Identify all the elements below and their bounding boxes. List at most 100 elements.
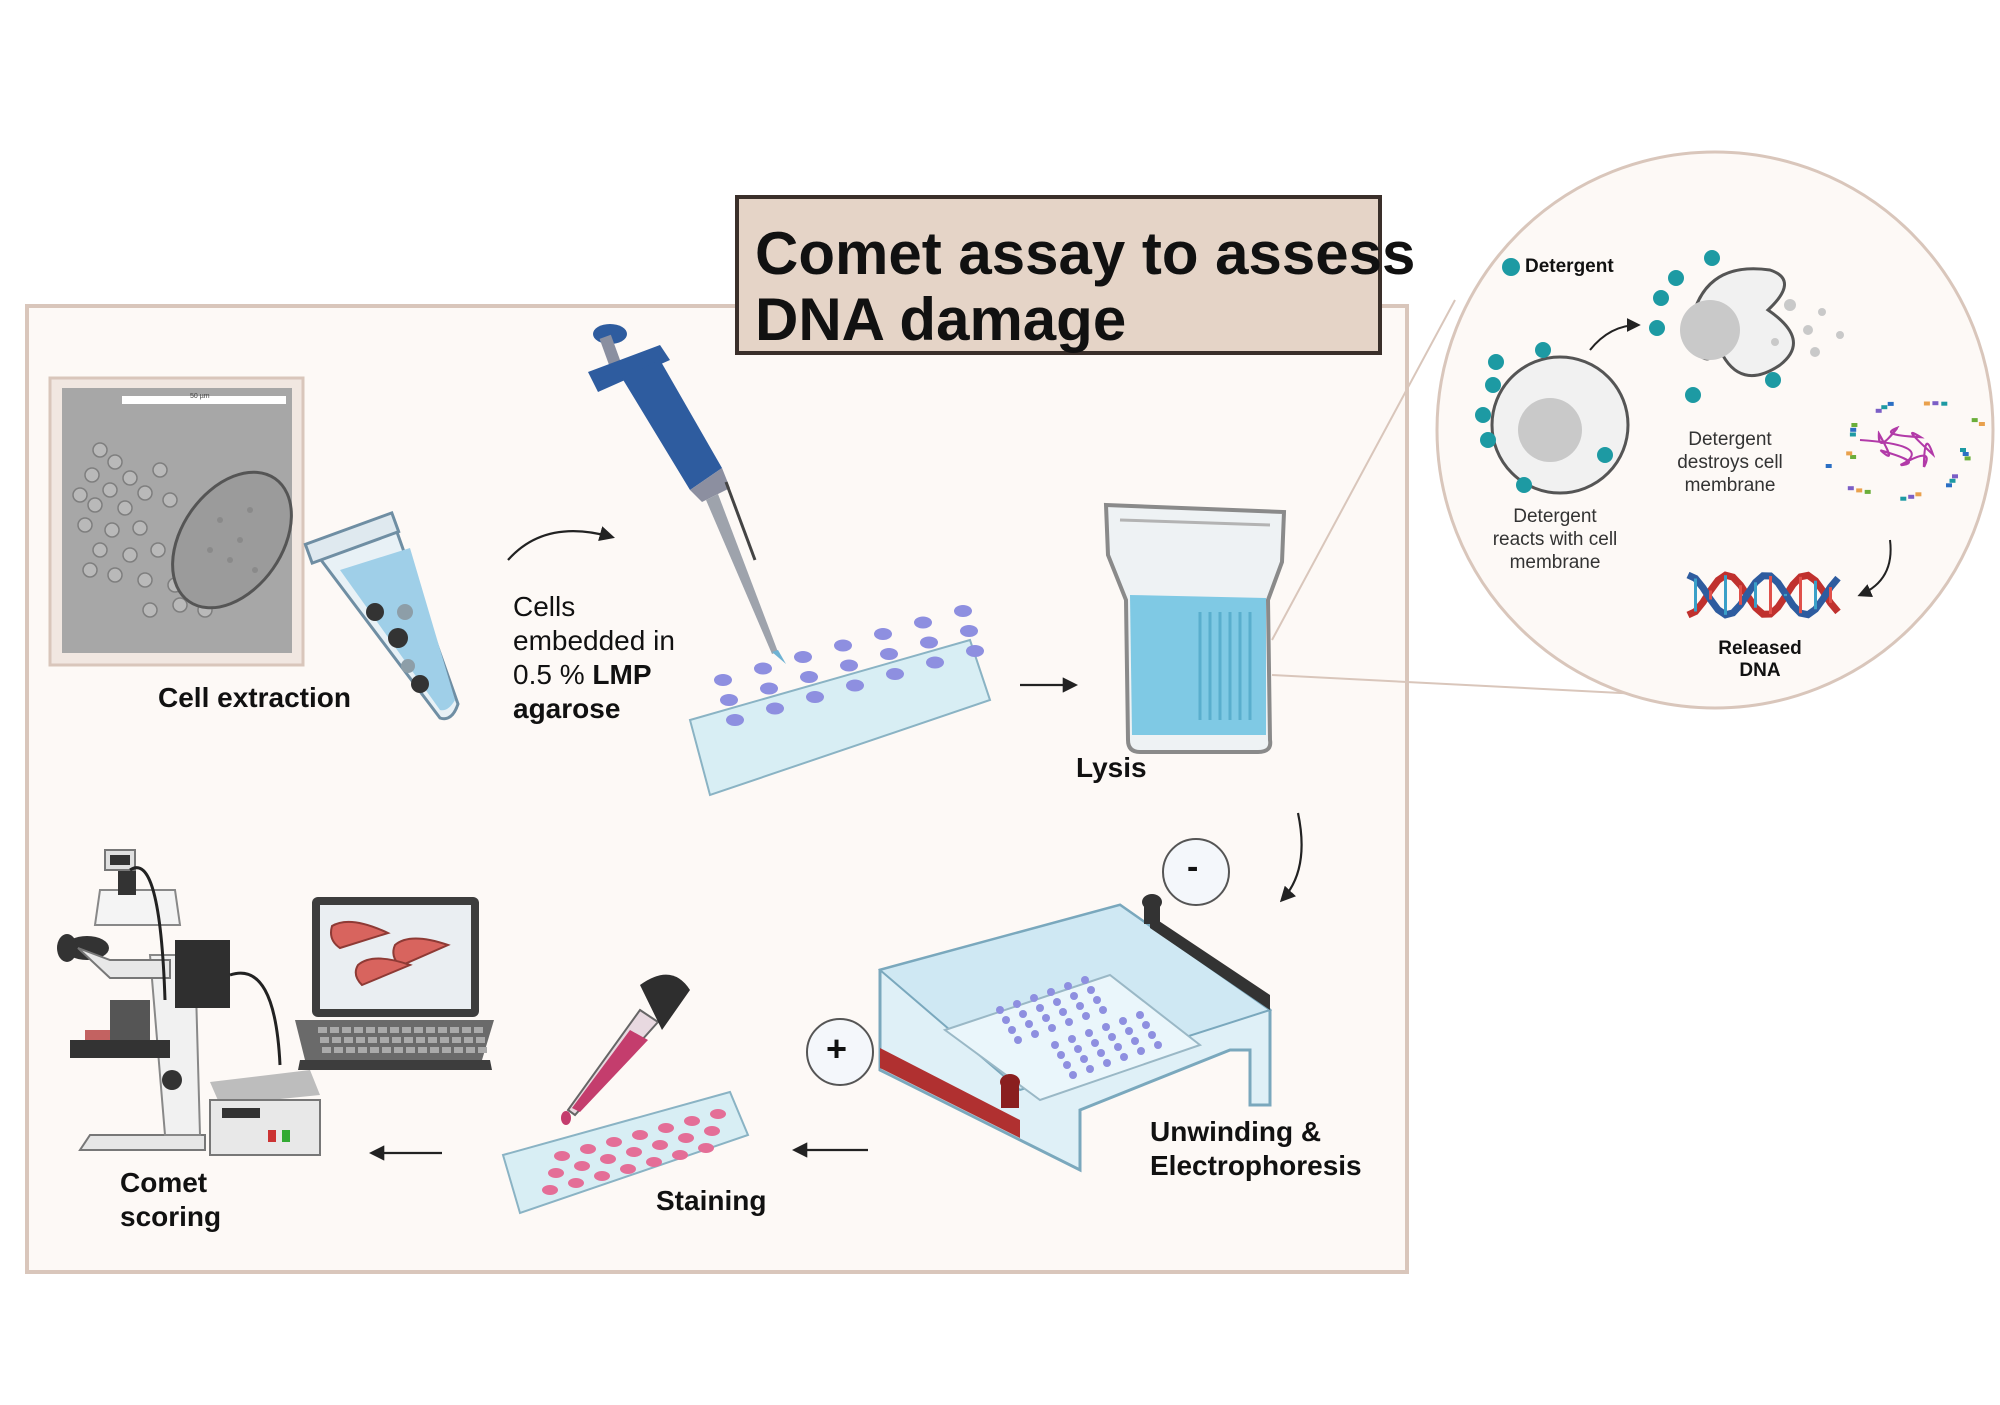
well bbox=[1013, 1000, 1021, 1008]
detergent-legend-dot bbox=[1502, 258, 1520, 276]
key bbox=[426, 1027, 435, 1033]
well bbox=[646, 1157, 662, 1167]
title-line-1: Comet assay to assess bbox=[755, 220, 1416, 287]
key bbox=[438, 1027, 447, 1033]
key bbox=[370, 1047, 379, 1053]
well bbox=[1031, 1030, 1039, 1038]
dna-fragment bbox=[1875, 408, 1882, 413]
dna-fragment bbox=[1847, 486, 1854, 491]
key bbox=[462, 1027, 471, 1033]
key bbox=[382, 1047, 391, 1053]
well bbox=[568, 1178, 584, 1188]
key bbox=[346, 1047, 355, 1053]
key bbox=[342, 1027, 351, 1033]
key bbox=[474, 1027, 483, 1033]
key bbox=[356, 1037, 365, 1043]
dna-fragment bbox=[1949, 478, 1956, 483]
destroy-label: Detergent destroys cell membrane bbox=[1660, 428, 1800, 497]
key bbox=[452, 1037, 461, 1043]
key bbox=[390, 1027, 399, 1033]
well bbox=[914, 616, 932, 629]
well bbox=[1081, 976, 1089, 984]
negative-sign: - bbox=[1187, 848, 1199, 886]
key bbox=[430, 1047, 439, 1053]
well bbox=[1091, 1039, 1099, 1047]
well bbox=[754, 662, 772, 675]
well bbox=[710, 1109, 726, 1119]
well bbox=[620, 1164, 636, 1174]
electrophoresis-tank bbox=[877, 894, 1273, 1173]
process-arrows bbox=[368, 526, 1303, 1161]
dna-fragment bbox=[1923, 401, 1930, 406]
dna-fragment bbox=[1971, 418, 1978, 423]
well bbox=[678, 1133, 694, 1143]
well bbox=[886, 668, 904, 680]
pipette bbox=[588, 324, 786, 664]
well bbox=[1142, 1021, 1150, 1029]
key bbox=[464, 1037, 473, 1043]
well bbox=[606, 1137, 622, 1147]
detergent-dots bbox=[1475, 250, 1781, 493]
well bbox=[966, 645, 984, 657]
dna-fragment bbox=[1960, 448, 1966, 452]
dna-fragment bbox=[1908, 494, 1915, 499]
zoom-inset bbox=[1435, 150, 1995, 710]
well bbox=[1051, 1041, 1059, 1049]
destroy-line-3: membrane bbox=[1684, 475, 1776, 496]
cell-extraction-label: Cell extraction bbox=[158, 682, 351, 713]
well bbox=[1080, 1055, 1088, 1063]
dropper bbox=[561, 974, 690, 1125]
destroy-line-2: destroys cell bbox=[1677, 452, 1783, 473]
dna-fragment bbox=[1850, 455, 1857, 459]
well bbox=[1059, 1008, 1067, 1016]
dna-fragment bbox=[1825, 464, 1832, 468]
detergent-dot bbox=[1597, 447, 1613, 463]
embed-line-4: agarose bbox=[513, 693, 621, 724]
well bbox=[766, 702, 784, 715]
detergent-dot bbox=[1535, 342, 1551, 358]
well bbox=[1087, 986, 1095, 994]
well bbox=[720, 694, 738, 706]
key bbox=[442, 1047, 451, 1053]
agarose-slide bbox=[688, 605, 992, 797]
well bbox=[1131, 1037, 1139, 1045]
unwinding-line-2: Electrophoresis bbox=[1150, 1150, 1362, 1181]
well bbox=[1048, 1024, 1056, 1032]
dna-fragment bbox=[1856, 488, 1863, 493]
key bbox=[392, 1037, 401, 1043]
key bbox=[416, 1037, 425, 1043]
scale-bar-label: 50 µm bbox=[190, 393, 210, 400]
key bbox=[322, 1047, 331, 1053]
well bbox=[1082, 1012, 1090, 1020]
staining-label: Staining bbox=[656, 1185, 767, 1216]
well bbox=[840, 659, 858, 672]
key bbox=[402, 1027, 411, 1033]
well bbox=[652, 1140, 668, 1150]
well bbox=[1036, 1004, 1044, 1012]
well bbox=[704, 1126, 720, 1136]
detergent-dot bbox=[1480, 432, 1496, 448]
dna-fragment bbox=[1851, 423, 1858, 427]
well bbox=[1047, 988, 1055, 996]
key bbox=[330, 1027, 339, 1033]
well bbox=[1097, 1049, 1105, 1057]
key bbox=[344, 1037, 353, 1043]
key bbox=[320, 1037, 329, 1043]
well bbox=[1064, 982, 1072, 990]
key bbox=[332, 1037, 341, 1043]
well bbox=[1114, 1043, 1122, 1051]
well bbox=[1065, 1018, 1073, 1026]
detergent-dot bbox=[1668, 270, 1684, 286]
dna-fragment bbox=[1932, 401, 1939, 406]
key bbox=[418, 1047, 427, 1053]
cell-micrograph bbox=[48, 376, 305, 667]
detergent-dot bbox=[1485, 377, 1501, 393]
title-line-2: DNA damage bbox=[755, 286, 1127, 353]
well bbox=[672, 1150, 688, 1160]
well bbox=[1002, 1016, 1010, 1024]
well bbox=[806, 691, 824, 703]
released-dna-label: Released DNA bbox=[1700, 638, 1820, 682]
well bbox=[1014, 1036, 1022, 1044]
negative-electrode-circle bbox=[1162, 838, 1230, 906]
